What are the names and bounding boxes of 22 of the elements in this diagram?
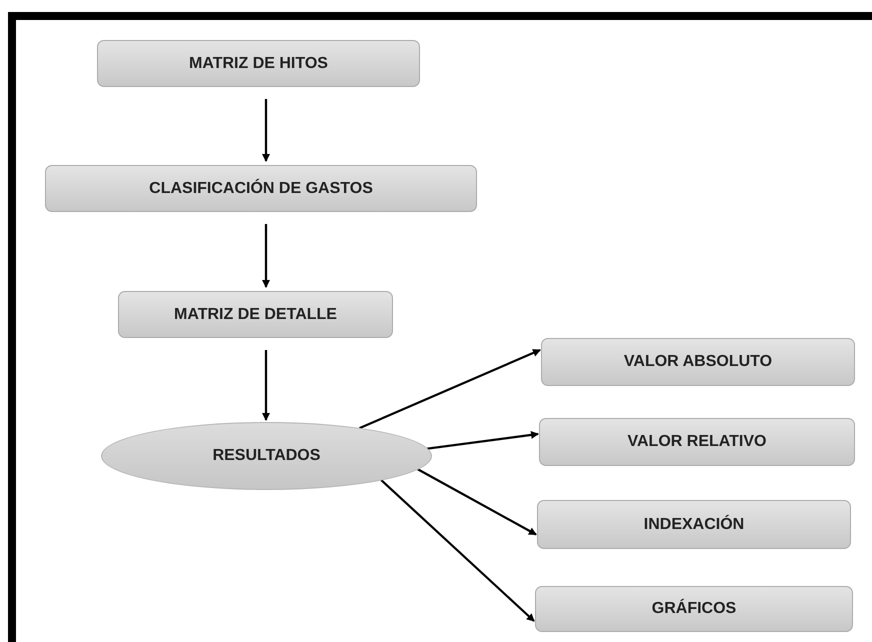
node-label: RESULTADOS [212,447,320,465]
arrow [416,468,537,536]
node-label: MATRIZ DE HITOS [189,54,328,72]
process-box [45,165,477,212]
arrow [425,430,539,450]
arrow [262,99,270,162]
node-label: VALOR ABSOLUTO [624,353,772,371]
node-label: INDEXACIÓN [644,516,744,534]
process-box [97,40,420,87]
process-box [535,586,853,632]
arrow [359,349,541,430]
arrow [262,350,270,421]
process-box [541,338,855,386]
node-label: GRÁFICOS [652,600,736,618]
arrow [262,224,270,288]
node-label: CLASIFICACIÓN DE GASTOS [149,180,373,198]
process-box [537,500,851,549]
process-box [118,291,393,338]
node-label: MATRIZ DE DETALLE [174,306,337,324]
arrow [380,479,535,622]
node-label: VALOR RELATIVO [628,433,766,451]
process-box [539,418,855,466]
